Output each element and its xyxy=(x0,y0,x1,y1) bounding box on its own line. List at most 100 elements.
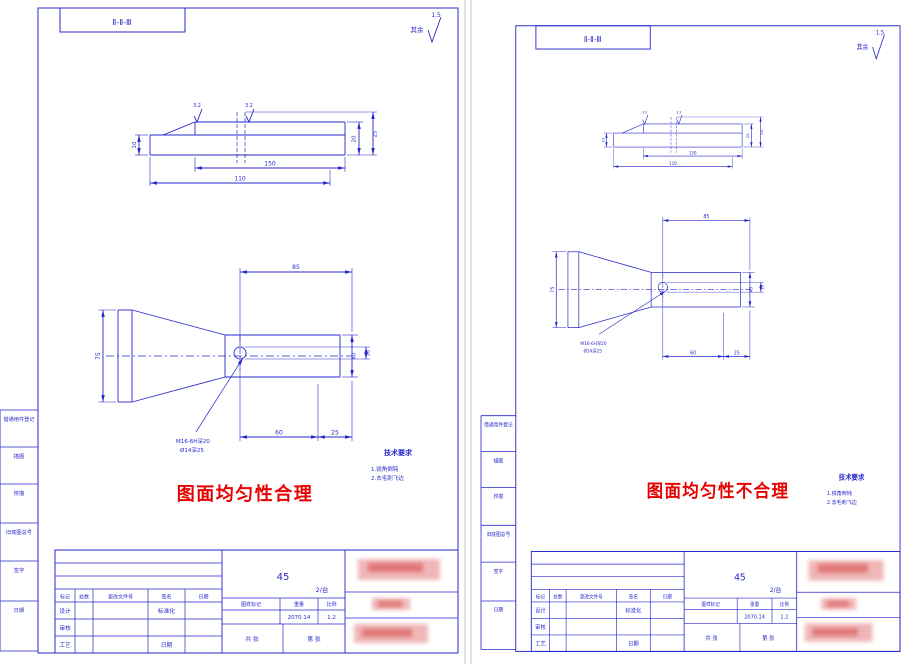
weight-value: 2070.14 xyxy=(744,614,765,620)
tb-header: 更改文件号 xyxy=(108,594,133,601)
drawing-line xyxy=(622,123,644,134)
material-label: 45 xyxy=(734,572,746,583)
tech-req-line: 2.去毛刺飞边 xyxy=(827,498,858,506)
sheet-right-unreasonable: Ⅱ-Ⅱ-Ⅲ 1.5 其余 3.2 3.2 150 110 10 20 25 M16-6H深20Ø14… xyxy=(480,25,901,652)
scale-value: 1.2 xyxy=(327,615,336,621)
sheet-frame xyxy=(37,7,459,654)
dim-text: 60 xyxy=(690,350,696,356)
roughness-rest-label: 其余 xyxy=(857,43,869,51)
roughness-value: 1.5 xyxy=(876,30,885,36)
side-label: 校描 xyxy=(14,489,24,497)
tb-header: 处数 xyxy=(79,594,89,601)
tb-cell: 设计 xyxy=(535,606,546,614)
dim-text: 10 xyxy=(132,141,138,148)
tb-cell: 审核 xyxy=(59,624,71,632)
roughness-value: 3.2 xyxy=(642,110,647,114)
drawing-number-box xyxy=(59,7,186,33)
sheet-index: 第 张 xyxy=(762,634,775,642)
dim-text: 10 xyxy=(602,137,606,143)
tb-header: 比例 xyxy=(780,601,789,608)
roughness-value: 3.2 xyxy=(193,103,201,109)
side-label: 借通用件登记 xyxy=(3,415,34,423)
tb-header: 图样标记 xyxy=(702,601,721,608)
tech-req-title: 技术要求 xyxy=(384,448,413,457)
dim-text: 85 xyxy=(703,214,709,220)
roughness-icon xyxy=(193,108,203,124)
redacted-stamp xyxy=(812,628,858,636)
tech-req-line: 1.锐角倒钝 xyxy=(371,465,399,473)
tb-header: 标记 xyxy=(536,593,545,600)
redacted-stamp xyxy=(817,564,869,573)
dim-text: 40 xyxy=(352,352,358,359)
drawing-line xyxy=(578,251,652,273)
material-label: 45 xyxy=(277,572,290,583)
sheet-total: 共 张 xyxy=(245,635,259,643)
redacted-stamp xyxy=(368,563,423,572)
side-label: 旧底图总号 xyxy=(6,528,32,536)
roughness-value: 1.5 xyxy=(431,12,441,19)
qty-label: 2/台 xyxy=(770,586,782,594)
tb-header: 比例 xyxy=(326,601,336,608)
tb-cell: 设计 xyxy=(59,607,71,615)
dim-text: 110 xyxy=(234,176,246,183)
tech-req-line: 2.去毛刺飞边 xyxy=(371,474,404,482)
dim-text: 25 xyxy=(734,350,740,356)
leader-note: Ø14深25 xyxy=(583,347,602,354)
tb-cell: 标准化 xyxy=(158,607,176,615)
side-label: 借通用件登记 xyxy=(484,421,513,428)
title-block xyxy=(530,551,901,652)
tb-cell: 工艺 xyxy=(535,640,546,647)
roughness-value: 3.2 xyxy=(676,110,681,114)
tb-header: 更改文件号 xyxy=(580,593,603,600)
tb-header: 日期 xyxy=(663,594,672,600)
sheet-total: 共 张 xyxy=(705,634,718,642)
dim-text: 16 xyxy=(366,350,372,356)
drawing-line xyxy=(162,121,196,136)
leader-note: M16-6H深20 xyxy=(580,340,606,347)
dim-text: 75 xyxy=(95,352,102,360)
roughness-value: 3.2 xyxy=(245,103,253,109)
roughness-icon xyxy=(642,114,649,125)
dim-text: 150 xyxy=(264,161,276,168)
roughness-icon xyxy=(872,34,885,61)
drawing-number: Ⅱ-Ⅱ-Ⅲ xyxy=(112,18,131,27)
drawing-line xyxy=(131,376,226,403)
leader-note: Ø14深25 xyxy=(180,446,204,454)
side-label: 日期 xyxy=(494,608,504,614)
side-label: 旧底图总号 xyxy=(487,531,511,538)
dim-text: 25 xyxy=(331,430,339,437)
dim-text: 20 xyxy=(746,133,750,139)
dim-text: 60 xyxy=(275,430,283,437)
side-label: 日期 xyxy=(14,607,24,614)
tb-cell: 日期 xyxy=(628,640,639,647)
leader-note: M16-6H深20 xyxy=(176,437,210,445)
dim-text: 25 xyxy=(373,130,379,137)
tb-header: 签名 xyxy=(161,594,171,601)
leader-line xyxy=(598,291,666,335)
tb-header: 重量 xyxy=(294,601,304,608)
tech-req-line: 1.锐角倒钝 xyxy=(827,489,852,497)
dim-text: 150 xyxy=(689,150,697,155)
qty-label: 2/台 xyxy=(316,585,329,594)
tb-header: 日期 xyxy=(198,595,208,601)
dim-text: 110 xyxy=(669,161,677,166)
redacted-stamp xyxy=(362,629,412,637)
caption: 图面均匀性不合理 xyxy=(647,481,790,503)
roughness-icon xyxy=(427,16,442,44)
tb-header: 签名 xyxy=(629,593,638,600)
dim-text: 16 xyxy=(760,284,765,290)
tech-req-title: 技术要求 xyxy=(839,473,865,482)
side-label: 校描 xyxy=(494,493,504,500)
tb-header: 重量 xyxy=(750,601,759,608)
side-label: 描图 xyxy=(14,452,24,460)
drawing-number: Ⅱ-Ⅱ-Ⅲ xyxy=(584,35,602,44)
tb-header: 图样标记 xyxy=(241,601,261,608)
dim-text: 85 xyxy=(292,264,300,271)
dim-text: 40 xyxy=(749,287,755,293)
tb-header: 处数 xyxy=(553,593,562,600)
dim-text: 75 xyxy=(550,287,556,293)
